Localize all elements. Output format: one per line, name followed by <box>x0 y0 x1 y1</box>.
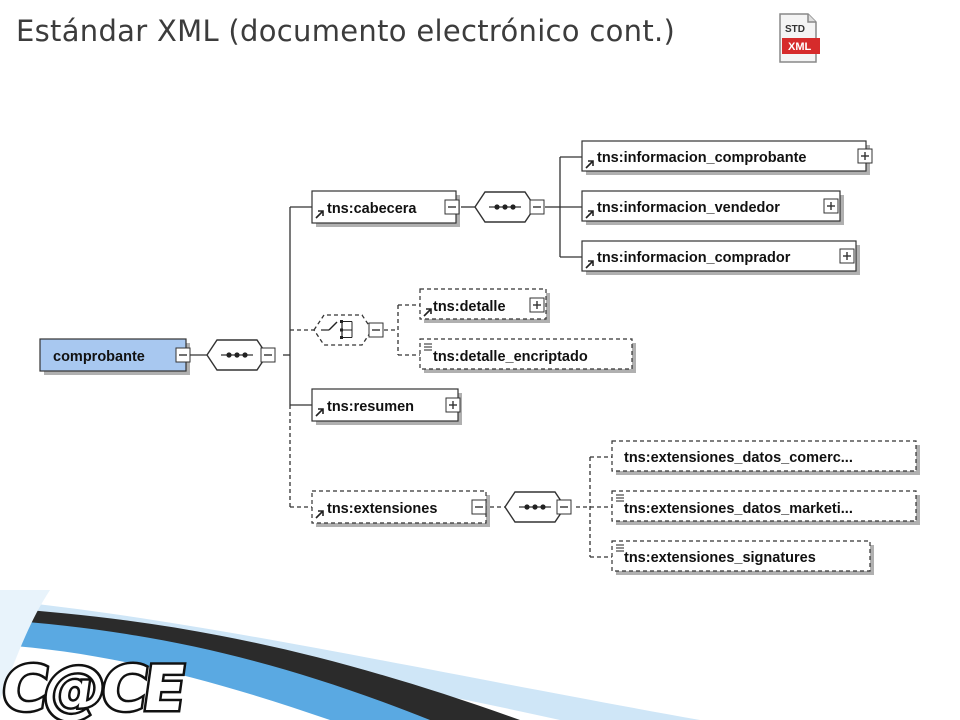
node-detalle[interactable]: tns:detalle <box>419 288 550 323</box>
node-label-comprobante: comprobante <box>53 349 145 365</box>
node-label-cabecera: tns:cabecera <box>327 201 417 217</box>
node-resumen[interactable]: tns:resumen <box>311 388 462 425</box>
collapse-icon[interactable] <box>368 322 384 338</box>
expand-icon[interactable] <box>445 397 461 413</box>
node-label-extensiones: tns:extensiones <box>327 501 437 517</box>
node-label-detalle-encriptado: tns:detalle_encriptado <box>433 349 588 365</box>
node-extensiones-signatures[interactable]: tns:extensiones_signatures <box>611 540 874 575</box>
choice-compositor <box>313 314 373 346</box>
node-label-extensiones-datos-marketi: tns:extensiones_datos_marketi... <box>624 501 853 517</box>
sequence-compositor-cabecera <box>474 191 536 223</box>
xml-label: XML <box>788 41 812 53</box>
expand-icon[interactable] <box>823 198 839 214</box>
cace-logo: C@CE <box>0 590 700 720</box>
std-label: STD <box>785 24 805 35</box>
expand-icon[interactable] <box>529 297 545 313</box>
node-informacion-comprador[interactable]: tns:informacion_comprador <box>581 240 860 275</box>
collapse-icon[interactable] <box>471 499 487 515</box>
node-label-informacion-comprobante: tns:informacion_comprobante <box>597 150 806 166</box>
collapse-icon[interactable] <box>260 347 276 363</box>
sequence-compositor-root <box>206 339 268 371</box>
expand-icon[interactable] <box>839 248 855 264</box>
node-informacion-comprobante[interactable]: tns:informacion_comprobante <box>581 140 873 175</box>
collapse-icon[interactable] <box>175 347 191 363</box>
collapse-icon[interactable] <box>444 199 460 215</box>
node-label-extensiones-datos-comerc: tns:extensiones_datos_comerc... <box>624 450 853 466</box>
node-cabecera[interactable]: tns:cabecera <box>311 190 460 227</box>
node-extensiones-datos-marketi[interactable]: tns:extensiones_datos_marketi... <box>611 490 920 525</box>
node-extensiones-datos-comerc[interactable]: tns:extensiones_datos_comerc... <box>611 440 920 475</box>
collapse-icon[interactable] <box>556 499 572 515</box>
node-label-extensiones-signatures: tns:extensiones_signatures <box>624 550 816 566</box>
collapse-icon[interactable] <box>529 199 545 215</box>
expand-icon[interactable] <box>857 148 873 164</box>
node-informacion-vendedor[interactable]: tns:informacion_vendedor <box>581 190 844 225</box>
node-comprobante[interactable]: comprobante <box>39 338 191 375</box>
node-label-detalle: tns:detalle <box>433 299 506 315</box>
node-label-informacion-comprador: tns:informacion_comprador <box>597 250 791 266</box>
std-xml-file-icon: STD XML <box>779 13 820 63</box>
sequence-compositor-extensiones <box>504 491 566 523</box>
logo-text: C@CE <box>0 652 187 720</box>
xml-schema-diagram: comprobante tns:cabecera tns:informacion… <box>39 140 920 575</box>
node-extensiones[interactable]: tns:extensiones <box>311 490 490 527</box>
node-detalle-encriptado[interactable]: tns:detalle_encriptado <box>419 338 636 373</box>
node-label-informacion-vendedor: tns:informacion_vendedor <box>597 200 780 216</box>
node-label-resumen: tns:resumen <box>327 399 414 415</box>
page-title: Estándar XML (documento electrónico cont… <box>16 14 676 48</box>
